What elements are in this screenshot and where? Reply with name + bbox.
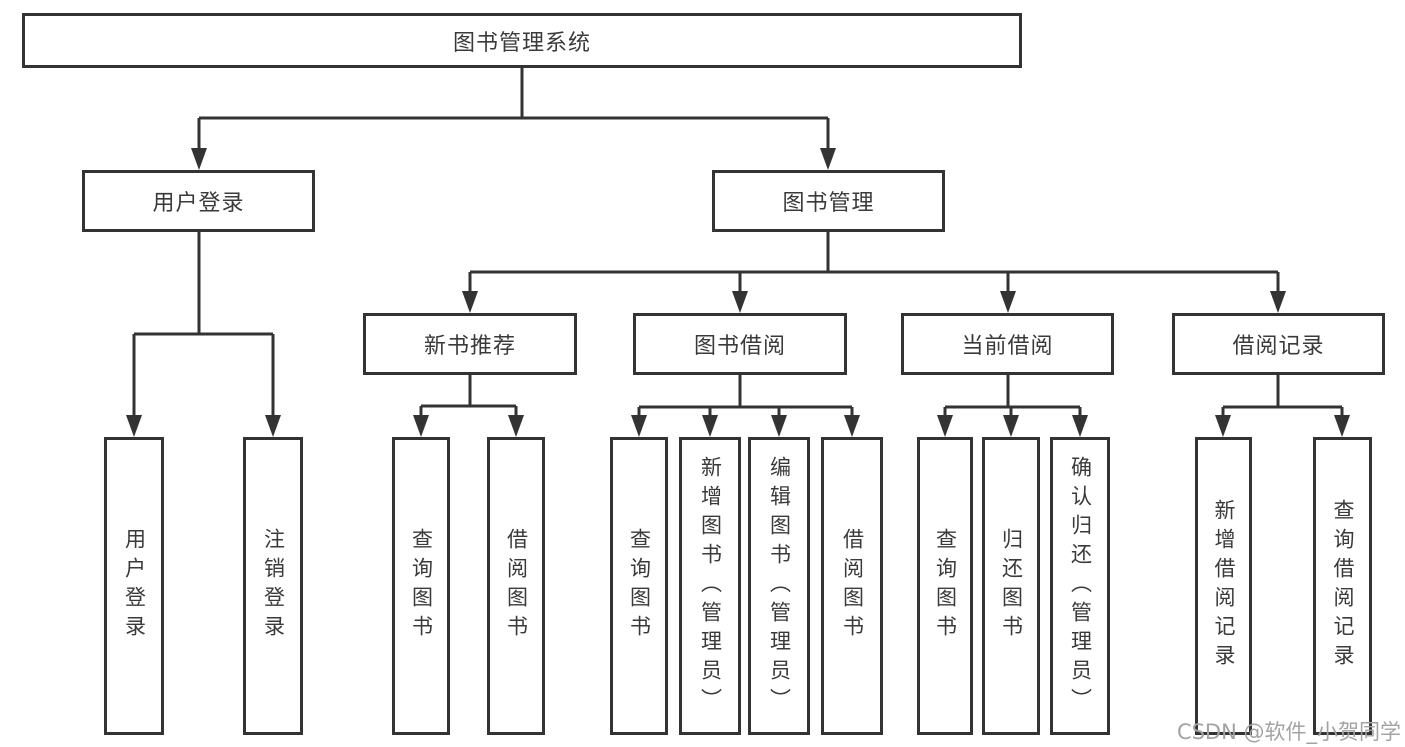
node-user-login: 用户登录 [82,170,315,232]
leaf-user-login: 用户登录 [104,437,164,735]
node-label: 新增图书（管理员） [698,455,723,717]
leaf-logout: 注销登录 [243,437,303,735]
leaf-borrow-books-2: 借阅图书 [821,437,883,735]
node-label: 查询图书 [933,528,958,644]
node-label: 图书管理 [782,191,875,216]
leaf-borrow-books-1: 借阅图书 [487,437,545,735]
node-label: 新书推荐 [423,334,516,359]
node-label: 借阅图书 [840,528,865,644]
node-label: 确认归还（管理员） [1068,455,1093,717]
node-label: 新增借阅记录 [1212,499,1236,673]
node-label: 归还图书 [999,528,1024,644]
node-label: 借阅记录 [1232,334,1325,359]
leaf-edit-books-admin: 编辑图书（管理员） [748,437,810,735]
node-label: 查询借阅记录 [1331,499,1355,673]
leaf-query-books-3: 查询图书 [917,437,973,735]
node-book-borrowing: 图书借阅 [633,313,847,375]
node-root: 图书管理系统 [22,13,1022,68]
node-label: 查询图书 [627,528,652,644]
node-label: 当前借阅 [961,334,1054,359]
leaf-query-books-2: 查询图书 [610,437,668,735]
node-label: 图书借阅 [693,334,786,359]
node-current-borrowing: 当前借阅 [901,313,1114,375]
node-label: 用户登录 [152,191,245,216]
node-label: 用户登录 [122,528,147,644]
leaf-return-books: 归还图书 [982,437,1040,735]
leaf-add-books-admin: 新增图书（管理员） [679,437,741,735]
node-label: 查询图书 [409,528,434,644]
leaf-add-borrow-record: 新增借阅记录 [1195,437,1252,735]
leaf-confirm-return-admin: 确认归还（管理员） [1050,437,1110,735]
watermark: CSDN @软件_小贺同学 [1176,720,1401,744]
leaf-query-books-1: 查询图书 [392,437,450,735]
node-label: 图书管理系统 [452,30,591,56]
node-label: 借阅图书 [504,528,529,644]
node-label: 编辑图书（管理员） [767,455,792,717]
leaf-query-borrow-record: 查询借阅记录 [1313,437,1372,735]
node-new-book-recommend: 新书推荐 [363,313,577,375]
node-borrow-records: 借阅记录 [1172,313,1385,375]
node-book-management: 图书管理 [712,170,945,232]
node-label: 注销登录 [261,528,286,644]
